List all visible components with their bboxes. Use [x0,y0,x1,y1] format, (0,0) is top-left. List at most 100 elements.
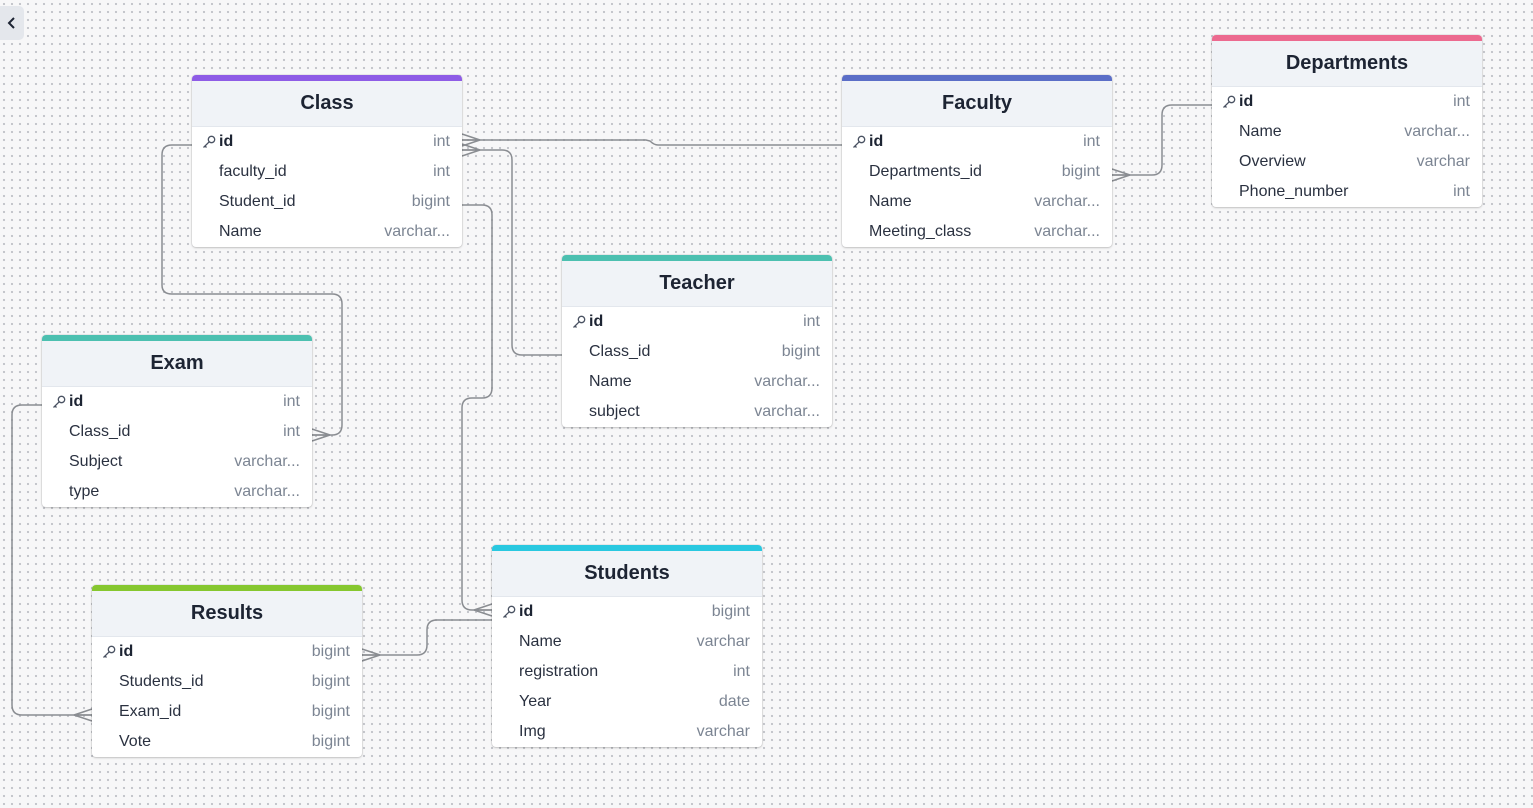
edge-teacher-class [462,149,562,356]
field-type: varchar... [234,483,300,500]
table-color-bar [42,335,312,341]
field-name: id [69,393,84,410]
collapse-panel-button[interactable] [0,6,24,40]
field-row-class-1[interactable]: faculty_id int [192,157,462,187]
field-row-class-2[interactable]: Student_id bigint [192,187,462,217]
field-type: int [1083,133,1100,150]
field-type: varchar... [234,453,300,470]
key-icon [1223,95,1236,108]
field-type: int [283,423,300,440]
field-type: varchar... [1034,193,1100,210]
field-type: varchar... [754,373,820,390]
field-row-exam-1[interactable]: Class_id int [42,417,312,447]
table-color-bar [192,75,462,81]
field-row-departments-1[interactable]: Name varchar... [1212,117,1482,147]
field-row-exam-0[interactable]: id int [42,387,312,417]
table-color-bar [842,75,1112,81]
table-header-exam[interactable]: Exam [42,341,312,387]
crowfoot-results-students [361,648,381,662]
key-icon [103,645,116,658]
table-header-results[interactable]: Results [92,591,362,637]
table-header-faculty[interactable]: Faculty [842,81,1112,127]
field-name: Name [219,223,262,240]
field-name: Meeting_class [869,223,972,240]
table-header-class[interactable]: Class [192,81,462,127]
field-name: subject [589,403,640,420]
field-name: Img [519,723,546,740]
field-name: Year [519,693,552,710]
field-row-teacher-1[interactable]: Class_id bigint [562,337,832,367]
field-row-results-2[interactable]: Exam_id bigint [92,697,362,727]
table-header-students[interactable]: Students [492,551,762,597]
field-name: Class_id [589,343,651,360]
field-type: bigint [781,343,820,360]
field-type: int [733,663,750,680]
edge-students-results [362,619,492,656]
field-name: Overview [1239,153,1306,170]
field-name: Students_id [119,673,204,690]
field-name: Class_id [69,423,131,440]
field-type: int [433,163,450,180]
field-row-faculty-0[interactable]: id int [842,127,1112,157]
field-row-faculty-3[interactable]: Meeting_class varchar... [842,217,1112,247]
field-type: int [1453,183,1470,200]
crowfoot-students-class [473,603,493,617]
field-type: bigint [411,193,450,210]
field-type: varchar... [1404,123,1470,140]
crowfoot-faculty-departments [1111,168,1131,182]
field-name: registration [519,663,599,680]
table-header-teacher[interactable]: Teacher [562,261,832,307]
field-name: id [589,313,604,330]
field-type: bigint [311,703,350,720]
edge-exam-results [11,404,92,716]
field-name: Exam_id [119,703,182,720]
field-type: varchar [1416,153,1470,170]
field-name: faculty_id [219,163,287,180]
field-name: Name [1239,123,1282,140]
crowfoot-class-teacher [461,143,481,157]
field-name: id [519,603,534,620]
field-name: id [219,133,234,150]
field-name: id [869,133,884,150]
key-icon [203,135,216,148]
field-type: int [283,393,300,410]
key-icon [503,605,516,618]
table-color-bar [1212,35,1482,41]
table-header-departments[interactable]: Departments [1212,41,1482,87]
field-name: Name [519,633,562,650]
field-type: varchar... [1034,223,1100,240]
field-name: Student_id [219,193,296,210]
field-row-students-2[interactable]: registration int [492,657,762,687]
field-type: bigint [311,643,350,660]
table-color-bar [92,585,362,591]
field-row-departments-2[interactable]: Overview varchar [1212,147,1482,177]
edge-class-exam [161,144,343,436]
